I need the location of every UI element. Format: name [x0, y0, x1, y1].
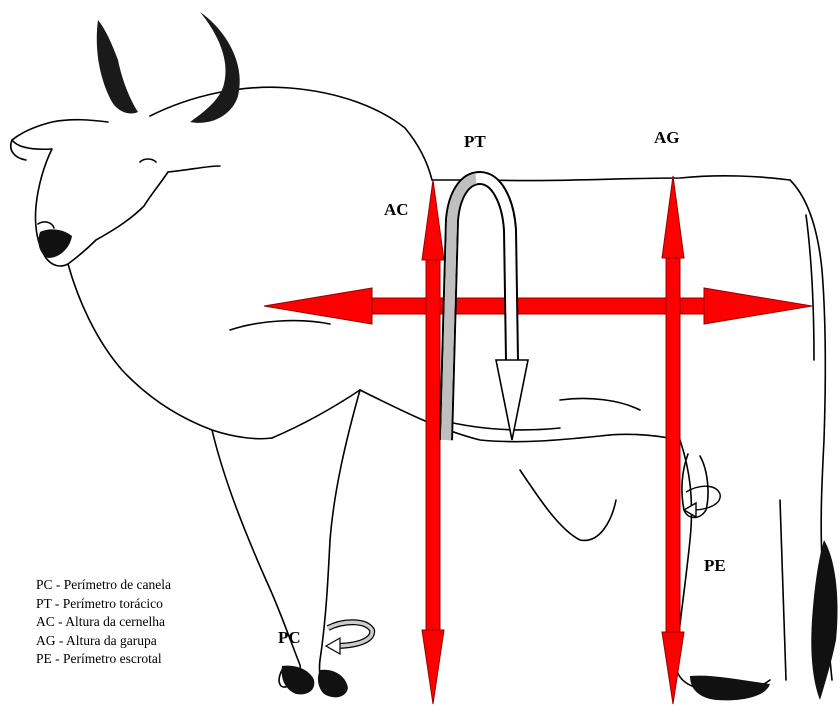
- tail-switch: [811, 540, 837, 700]
- muzzle: [38, 229, 72, 258]
- legend-item-pc: PC - Perímetro de canela: [36, 576, 171, 595]
- front-hoof-1: [282, 666, 315, 695]
- pc-loop-arrow: [326, 622, 372, 654]
- ag-label: AG: [654, 128, 680, 148]
- ac-label: AC: [384, 200, 409, 220]
- pe-loop-arrow: [684, 486, 720, 517]
- horns: [97, 12, 240, 123]
- front-hoof-2: [318, 670, 348, 698]
- hind-hoof: [690, 676, 770, 701]
- legend-item-ac: AC - Altura da cernelha: [36, 613, 171, 632]
- ac-vertical-arrow: [422, 180, 444, 704]
- right-horn: [190, 12, 240, 123]
- legend: PC - Perímetro de canela PT - Perímetro …: [36, 576, 171, 669]
- pc-label: PC: [278, 628, 301, 648]
- legend-item-ag: AG - Altura da garupa: [36, 632, 171, 651]
- left-horn: [97, 20, 138, 114]
- pt-arrowhead: [496, 360, 528, 440]
- horizontal-arrow: [264, 288, 812, 324]
- legend-item-pe: PE - Perímetro escrotal: [36, 650, 171, 669]
- pt-label: PT: [464, 132, 486, 152]
- pe-label: PE: [704, 556, 726, 576]
- legend-item-pt: PT - Perímetro torácico: [36, 595, 171, 614]
